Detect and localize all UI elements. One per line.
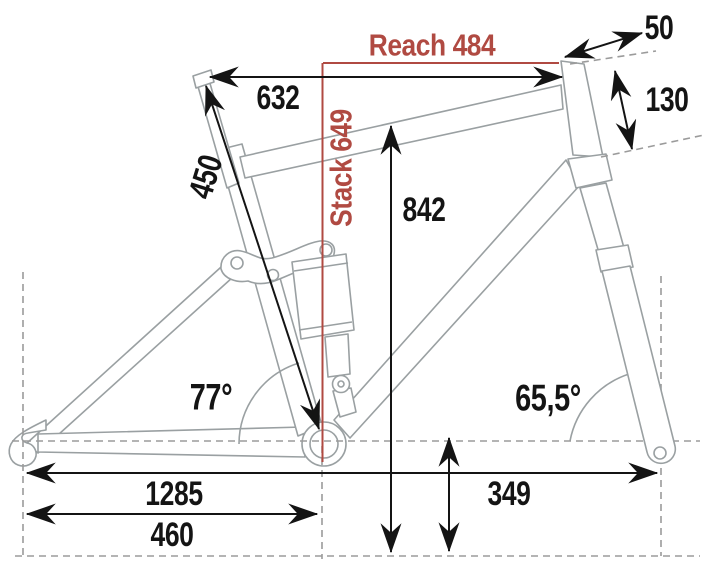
- seatstay-tube: [25, 257, 244, 454]
- fork-stanchion: [579, 182, 625, 254]
- bottom-bracket-inner: [309, 429, 339, 459]
- dim-seat-tube-450: [205, 84, 320, 431]
- fork-crown: [567, 153, 613, 189]
- reach-label: Reach 484: [368, 27, 496, 63]
- fork-lowers-top: [595, 244, 634, 273]
- standover-label: 842: [402, 191, 446, 229]
- dimension-arrows: [25, 31, 659, 554]
- wheelbase-label: 1285: [145, 475, 203, 513]
- fork-lower-leg: [601, 265, 677, 465]
- head-angle-label: 65,5°: [515, 377, 581, 419]
- front-axle: [653, 446, 667, 460]
- reach-stack-lines: [321, 62, 559, 462]
- head-tube-label: 130: [645, 81, 689, 119]
- fork-lowers: [595, 244, 677, 465]
- bb-height-label: 349: [487, 475, 531, 513]
- seat-angle-label: 77°: [189, 376, 233, 418]
- rocker-pivot-front: [230, 256, 244, 270]
- shock-eyelet-hole: [337, 380, 345, 388]
- chainstay-tube: [37, 426, 306, 458]
- dim-head-tube-130: [610, 69, 637, 151]
- top-tube-label: 632: [256, 79, 300, 117]
- spacer-label: 50: [644, 9, 674, 47]
- chainstay-label: 460: [150, 516, 194, 554]
- dim-spacer-50: [563, 31, 644, 59]
- shock-shaft: [324, 333, 351, 378]
- head-angle-arc: [569, 373, 630, 442]
- stack-label: Stack 649: [323, 109, 359, 227]
- headtube-bottom-dashed: [600, 134, 705, 158]
- headtube-top-dashed: [569, 50, 657, 65]
- head-tube: [560, 60, 604, 158]
